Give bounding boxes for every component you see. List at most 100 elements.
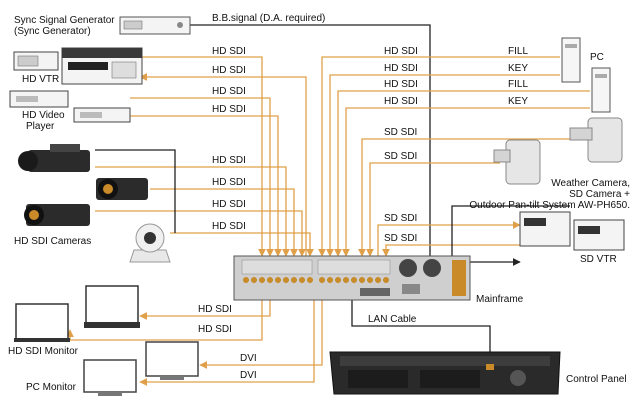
control-panel-label: Control Panel (566, 374, 627, 385)
player-out-wire-2 (130, 115, 282, 257)
sd-vtr-device (519, 211, 625, 251)
bnc-connector (351, 277, 357, 283)
sync-generator-label-1: Sync Signal Generator (14, 15, 115, 26)
sd-cam1-wire (358, 138, 572, 257)
pc-label: PC (590, 52, 604, 63)
weather-camera-label-3: Outdoor Pan-tilt System AW-PH650. (469, 200, 630, 211)
sd-sdi-label-4: SD SDI (384, 233, 417, 244)
dvi2-wire (139, 300, 315, 386)
hd-video-player-label-1: HD Video (22, 110, 65, 121)
key1-wire (326, 74, 560, 257)
bnc-connector (307, 277, 313, 283)
hd-video-player-label-2: Player (26, 121, 55, 132)
hd-sdi-label-2: HD SDI (212, 65, 246, 76)
camera2-wire (150, 188, 298, 257)
pc-monitor-device (83, 341, 199, 396)
weather-camera-device (493, 117, 623, 185)
hd-vtr-label: HD VTR (22, 74, 59, 85)
dvi-label-2: DVI (240, 370, 257, 381)
bnc-connector (267, 277, 273, 283)
sync-generator-label-2: (Sync Generator) (14, 26, 91, 37)
monitor-hd2-wire (66, 300, 263, 341)
hd-vtr-device (13, 47, 143, 85)
camera1-wire (95, 166, 290, 257)
fill-label-1: FILL (508, 46, 528, 57)
fill-label-2: FILL (508, 79, 528, 90)
pc-monitor-label: PC Monitor (26, 382, 77, 393)
camera3-wire (95, 210, 306, 257)
hd-sdi-label-11: HD SDI (384, 79, 418, 90)
sync-generator-device (119, 16, 191, 35)
player-out-wire-1 (130, 97, 274, 257)
key-label-1: KEY (508, 63, 528, 74)
hd-sdi-label-14: HD SDI (198, 324, 232, 335)
bnc-connector (299, 277, 305, 283)
key-label-2: KEY (508, 96, 528, 107)
sd-vtr-label: SD VTR (580, 254, 617, 265)
sd-vtr-out-wire (377, 221, 521, 256)
sd-vtr-in-wire (382, 244, 520, 257)
bnc-connector (291, 277, 297, 283)
hd-video-player-device (9, 90, 131, 123)
camera-2 (96, 178, 148, 200)
fill2-wire (334, 90, 590, 257)
hd-sdi-label-10: HD SDI (384, 63, 418, 74)
hd-sdi-label-3: HD SDI (212, 86, 246, 97)
weather-camera-label-2: SD Camera + (569, 189, 630, 200)
camera-1 (18, 144, 90, 172)
bb-signal-label: B.B.signal (D.A. required) (212, 13, 325, 24)
sd-cam-ref-wire (451, 205, 570, 256)
camera-ptz (129, 223, 171, 263)
bnc-connector (343, 277, 349, 283)
pc-device (561, 37, 611, 113)
bnc-connector (375, 277, 381, 283)
bnc-connector (251, 277, 257, 283)
mainframe-connectors (243, 277, 389, 283)
sd-sdi-label-3: SD SDI (384, 213, 417, 224)
hd-sdi-label-4: HD SDI (212, 104, 246, 115)
bnc-connector (335, 277, 341, 283)
hd-sdi-label-6: HD SDI (212, 177, 246, 188)
mainframe-label: Mainframe (476, 294, 524, 305)
camera4-wire (170, 232, 314, 257)
camera-3 (24, 204, 90, 226)
bnc-connector (243, 277, 249, 283)
hd-vtr-in-wire (139, 73, 307, 256)
bnc-connector (319, 277, 325, 283)
fill1-wire (318, 56, 560, 257)
sd-sdi-label-2: SD SDI (384, 151, 417, 162)
control-panel-device (329, 351, 561, 395)
bb-wire (190, 24, 431, 256)
hd-sdi-label-13: HD SDI (198, 304, 232, 315)
sd-sdi-label-1: SD SDI (384, 127, 417, 138)
bnc-connector (359, 277, 365, 283)
key2-wire (342, 107, 590, 257)
hd-sdi-label-12: HD SDI (384, 96, 418, 107)
hd-sdi-label-8: HD SDI (212, 221, 246, 232)
camera-ref-wire (95, 149, 176, 233)
weather-camera-label-1: Weather Camera, (551, 178, 630, 189)
lan-cable-label: LAN Cable (368, 314, 417, 325)
hd-sdi-cameras-label: HD SDI Cameras (14, 236, 91, 247)
monitor-hd1-wire (139, 300, 271, 320)
hd-vtr-out-wire (140, 56, 266, 257)
bnc-connector (367, 277, 373, 283)
dvi1-wire (199, 300, 323, 369)
bnc-connector (327, 277, 333, 283)
hd-sdi-label-9: HD SDI (384, 46, 418, 57)
bnc-connector (275, 277, 281, 283)
hd-sdi-monitor-label: HD SDI Monitor (8, 346, 79, 357)
hd-sdi-monitor-device (14, 285, 140, 342)
bnc-connector (383, 277, 389, 283)
dvi-label-1: DVI (240, 353, 257, 364)
bnc-connector (259, 277, 265, 283)
mainframe-device (233, 255, 471, 301)
lan-wire (351, 300, 491, 366)
bnc-connector (283, 277, 289, 283)
hd-sdi-label-7: HD SDI (212, 199, 246, 210)
sd-cam2-wire (366, 162, 500, 257)
hd-sdi-label-1: HD SDI (212, 46, 246, 57)
hd-sdi-label-5: HD SDI (212, 155, 246, 166)
